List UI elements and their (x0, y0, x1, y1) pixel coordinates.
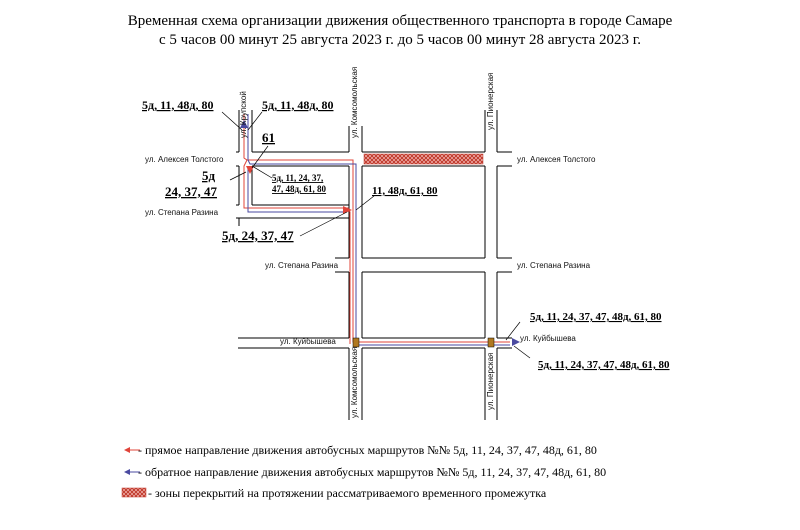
closure-zone-tolstogo (363, 153, 484, 165)
route-label-g: 5д, 24, 37, 47 (222, 228, 294, 243)
route-label-h: 5д, 11, 24, 37, 47, 48д, 61, 80 (530, 311, 662, 323)
route-label-f: 11, 48д, 61, 80 (372, 185, 438, 197)
legend-closure: - зоны перекрытий на протяжении рассматр… (148, 486, 546, 500)
route-label-d1: 5д (202, 168, 216, 183)
legend-reverse: - обратное направление движения автобусн… (138, 465, 606, 479)
reverse-arrow-right (512, 338, 520, 346)
street-label-komsomolskaya-top: ул. Комсомольская (350, 67, 359, 138)
route-label-e1: 5д, 11, 24, 37, (272, 173, 323, 183)
street-label-kuybysheva-left: ул. Куйбышева (280, 337, 336, 346)
legend-forward-text: - прямое направление движения автобусных… (138, 443, 597, 457)
street-label-tolstogo-right: ул. Алексея Толстого (517, 155, 596, 164)
street-label-razina-left1: ул. Степана Разина (145, 208, 219, 217)
legend-reverse-text: - обратное направление движения автобусн… (138, 465, 607, 479)
reverse-route-line (247, 114, 510, 346)
forward-route-line-branch (243, 159, 351, 344)
road-network (236, 110, 512, 420)
route-label-e2: 47, 48д, 61, 80 (272, 184, 327, 194)
route-label-c: 61 (262, 130, 275, 145)
scheme-title-line2: с 5 часов 00 минут 25 августа 2023 г. до… (159, 32, 641, 48)
legend-closure-text: - зоны перекрытий на протяжении рассматр… (148, 486, 547, 500)
reverse-route-line-branch (247, 166, 346, 213)
scheme-title-line1: Временная схема организации движения общ… (127, 13, 673, 29)
street-label-komsomolskaya-bottom: ул. Комсомольская (350, 347, 359, 418)
street-label-tolstogo-left: ул. Алексея Толстого (145, 155, 224, 164)
street-label-krupskoy: ул. Крупской (239, 91, 248, 138)
route-label-b: 5д, 11, 48д, 80 (262, 98, 333, 112)
legend-forward-symbol (124, 447, 140, 453)
legend-closure-symbol (121, 487, 147, 498)
forward-arrow-mid (343, 206, 352, 214)
bus-stop-icon (352, 337, 360, 348)
street-label-razina-right: ул. Степана Разина (517, 261, 591, 270)
route-label-d2: 24, 37, 47 (165, 184, 218, 199)
forward-route-line (243, 114, 510, 343)
label-leaders (221, 111, 531, 359)
street-label-pionerskaya-top: ул. Пионерская (486, 73, 495, 130)
forward-arrow-top (240, 120, 248, 128)
legend-forward: - прямое направление движения автобусных… (138, 443, 597, 457)
bus-stop-icon (487, 337, 495, 348)
legend-reverse-symbol (124, 469, 140, 475)
route-label-i: 5д, 11, 24, 37, 47, 48д, 61, 80 (538, 359, 670, 371)
street-label-razina-left2: ул. Степана Разина (265, 261, 339, 270)
route-label-a: 5д, 11, 48д, 80 (142, 98, 213, 112)
street-label-pionerskaya-bottom: ул. Пионерская (486, 353, 495, 410)
street-label-kuybysheva-right: ул. Куйбышева (520, 334, 576, 343)
